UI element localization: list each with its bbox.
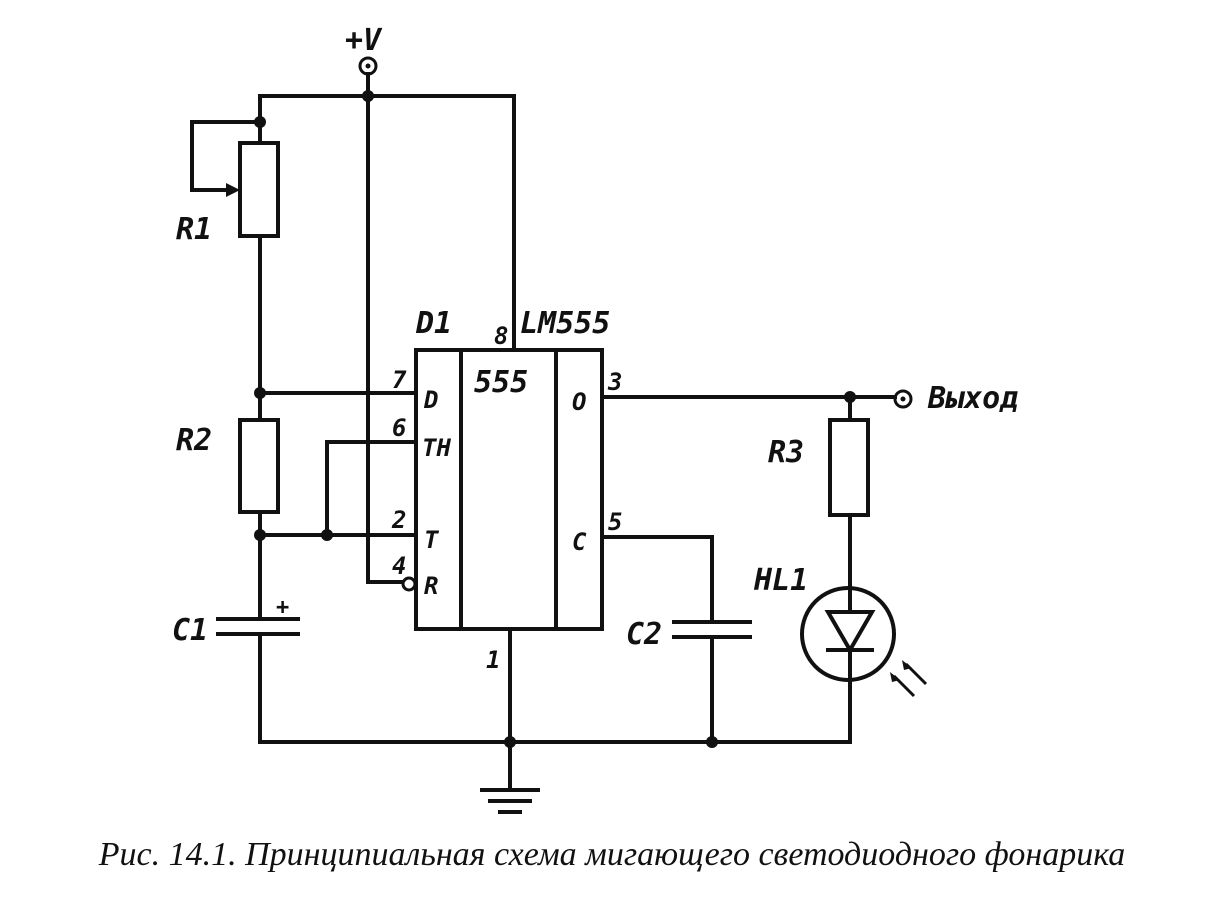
c1-polarity: + [276,595,289,620]
ground-symbol [480,740,540,814]
r3-label: R3 [768,435,804,470]
pin-5-number: 5 [608,508,622,536]
r1-potentiometer [190,94,280,422]
pin-6-number: 6 [392,414,406,442]
pin-1-number: 1 [486,646,500,674]
c1-label: C1 [172,613,208,648]
supply-terminal [358,56,378,584]
chip-center-label: 555 [474,365,528,400]
ground-rail [258,678,852,744]
pin-2-number: 2 [391,506,406,534]
pin-8-number: 8 [494,322,508,350]
pin-d-label: D [423,386,438,414]
top-rail [258,90,516,352]
pin-r-label: R [424,572,438,600]
wire-pin6 [325,440,418,537]
output-label: Выход [927,381,1018,416]
r2-label: R2 [176,423,212,458]
c2-label: C2 [626,617,662,652]
supply-label: +V [345,23,383,58]
pin-th-label: TH [422,434,451,462]
pin-o-label: O [572,388,586,416]
pin-3-number: 3 [607,368,622,396]
c2-capacitor [600,535,752,744]
pin-t-label: T [424,526,440,554]
lm555-label: LM555 [520,306,610,341]
c1-capacitor [216,617,300,744]
led-hl1 [800,584,928,698]
output-line [600,389,913,409]
r3-resistor [828,395,870,588]
pin-c-label: C [572,528,587,556]
r1-label: R1 [176,212,212,247]
d1-label: D1 [415,306,452,341]
pin-4-number: 4 [392,552,406,580]
pin-7-number: 7 [392,366,407,394]
figure-caption: Рис. 14.1. Принципиальная схема мигающег… [98,836,1126,873]
r2-resistor [238,418,280,618]
hl1-label: HL1 [753,563,808,598]
